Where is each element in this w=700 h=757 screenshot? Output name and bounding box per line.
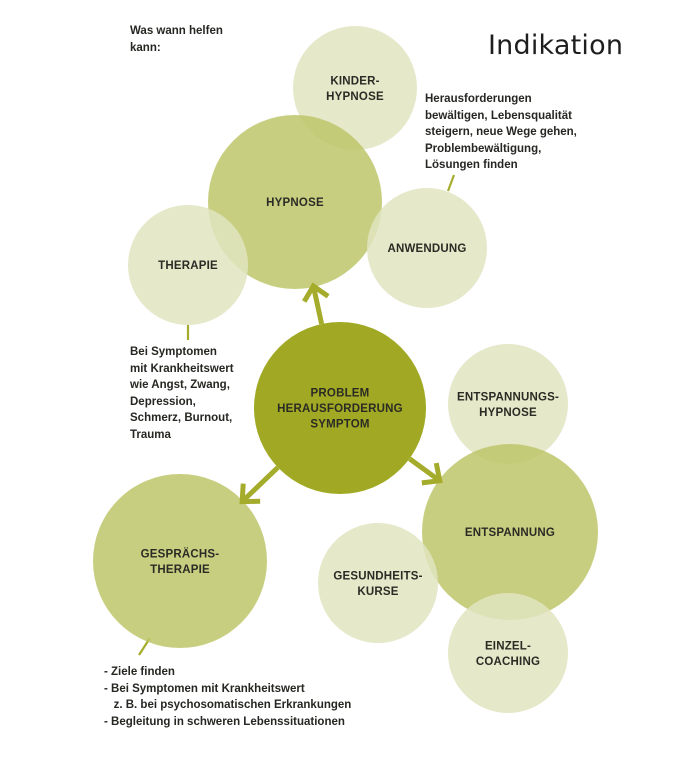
note-therapie: Bei Symptomen mit Krankheitswert wie Ang… bbox=[130, 346, 234, 441]
label-line: EINZEL- bbox=[485, 640, 531, 652]
label-einzelcoaching: EINZEL- COACHING bbox=[476, 640, 540, 668]
label-gesundheitskurse: GESUNDHEITS- KURSE bbox=[333, 570, 422, 598]
circle-kinderhypnose bbox=[293, 26, 417, 150]
label-line: ENTSPANNUNG bbox=[465, 527, 555, 539]
arrow-head bbox=[302, 282, 330, 303]
arrow-head bbox=[239, 483, 261, 505]
label-hypnose: HYPNOSE bbox=[266, 197, 324, 209]
label-line: PROBLEM bbox=[311, 388, 370, 400]
arrow-problem-to-gespraechstherapie bbox=[239, 465, 280, 505]
circle-gespraechstherapie bbox=[93, 474, 267, 648]
circle-problem bbox=[254, 322, 426, 494]
label-line: KURSE bbox=[357, 586, 398, 598]
note-gespraechstherapie: - Ziele finden - Bei Symptomen mit Krank… bbox=[104, 666, 352, 728]
arrow-shaft bbox=[408, 456, 442, 483]
label-line: HYPNOSE bbox=[326, 91, 384, 103]
circle-hypnose bbox=[208, 115, 382, 289]
label-line: ENTSPANNUNGS- bbox=[457, 391, 559, 403]
circle-gesundheitskurse bbox=[318, 523, 438, 643]
label-problem: PROBLEM HERAUSFORDERUNG SYMPTOM bbox=[277, 388, 403, 431]
label-kinderhypnose: KINDER- HYPNOSE bbox=[326, 75, 384, 103]
label-line: THERAPIE bbox=[150, 564, 210, 576]
label-line: COACHING bbox=[476, 656, 540, 668]
note-anwendung: Herausforderungen bewältigen, Lebensqual… bbox=[425, 93, 577, 171]
arrow-head bbox=[421, 462, 443, 486]
label-anwendung: ANWENDUNG bbox=[387, 243, 466, 255]
label-entspannungshypnose: ENTSPANNUNGS- HYPNOSE bbox=[457, 391, 559, 419]
label-line: HYPNOSE bbox=[479, 407, 537, 419]
label-gespraechstherapie: GESPRÄCHS- THERAPIE bbox=[141, 547, 220, 576]
arrow-problem-to-entspannung bbox=[408, 456, 443, 486]
leader-anwendung bbox=[446, 174, 456, 192]
label-line: THERAPIE bbox=[158, 260, 218, 272]
label-line: KINDER- bbox=[330, 75, 379, 87]
circle-einzelcoaching bbox=[448, 593, 568, 713]
label-line: HERAUSFORDERUNG bbox=[277, 403, 403, 415]
arrow-problem-to-hypnose bbox=[302, 282, 330, 325]
circle-therapie bbox=[128, 205, 248, 325]
label-therapie: THERAPIE bbox=[158, 260, 218, 272]
arrow-shaft bbox=[240, 465, 280, 504]
circle-entspannung bbox=[422, 444, 598, 620]
page-title: Indikation bbox=[488, 30, 624, 61]
circle-entspannungshypnose bbox=[448, 344, 568, 464]
circle-anwendung bbox=[367, 188, 487, 308]
label-line: GESUNDHEITS- bbox=[333, 570, 422, 582]
arrow-shaft bbox=[310, 285, 325, 325]
label-line: SYMPTOM bbox=[310, 419, 369, 431]
label-line: GESPRÄCHS- bbox=[141, 547, 220, 560]
label-line: HYPNOSE bbox=[266, 197, 324, 209]
label-entspannung: ENTSPANNUNG bbox=[465, 527, 555, 539]
intro-text: Was wann helfen kann: bbox=[130, 25, 223, 54]
label-line: ANWENDUNG bbox=[387, 243, 466, 255]
